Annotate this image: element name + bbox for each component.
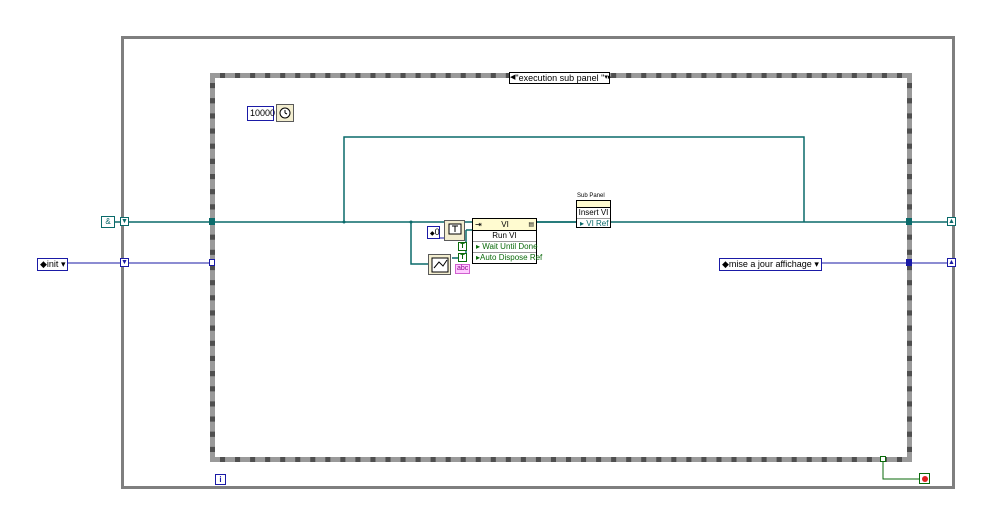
diagram-icon: [431, 257, 449, 273]
mise-a-jour-enum-constant[interactable]: ◆mise a jour affichage ▾: [719, 258, 822, 271]
wire-junction: [409, 220, 413, 224]
wait-ms-node[interactable]: [276, 104, 294, 122]
shift-register-right-ref[interactable]: ▲: [947, 217, 956, 226]
vi-ref-icon: [448, 223, 462, 235]
wait-timeout-constant[interactable]: 10000: [247, 106, 275, 121]
wire-junction: [342, 220, 346, 224]
enum-arrow-icon: ◆: [430, 231, 435, 237]
subpanel-method: Insert VI: [578, 208, 609, 217]
shift-register-left-ref[interactable]: ▼: [120, 217, 129, 226]
index-constant[interactable]: ◆0: [427, 226, 440, 239]
invoke-param-dispose[interactable]: ▸Auto Dispose Ref: [473, 252, 542, 263]
case-tunnel-ref-in[interactable]: [209, 218, 215, 225]
subpanel-param[interactable]: ▸ VI Ref: [577, 218, 610, 229]
invoke-method: Run VI: [492, 231, 517, 240]
loop-condition-terminal[interactable]: [919, 473, 930, 484]
refnum-wire-branch: [343, 136, 805, 222]
invoke-corner-icon: ▤: [528, 222, 534, 228]
invoke-param-wait[interactable]: ▸ Wait Until Done: [473, 241, 538, 252]
enum-arrow-icon: ◆: [722, 259, 729, 269]
stop-wire: [882, 459, 920, 480]
open-vi-reference-node[interactable]: [444, 220, 465, 241]
invoke-class: VI: [501, 220, 509, 229]
case-tunnel-ref-out[interactable]: [906, 218, 912, 225]
true-constant-dispose[interactable]: T: [458, 253, 467, 262]
dropdown-arrow-icon[interactable]: ▾▸: [604, 74, 612, 81]
string-constant[interactable]: abc: [455, 264, 471, 274]
enum-arrow-icon: ◆: [40, 259, 47, 269]
clock-icon: [279, 107, 291, 119]
refnum-control[interactable]: &: [101, 216, 115, 228]
shift-register-left-enum[interactable]: ▼: [120, 258, 129, 267]
case-selector-terminal[interactable]: [209, 259, 215, 266]
subpanel-title: Sub Panel: [577, 193, 605, 199]
decrement-arrow-icon[interactable]: ◀: [510, 74, 516, 81]
subpanel-header: [577, 201, 610, 208]
stop-icon: [921, 475, 928, 482]
case-tunnel-bool-out[interactable]: [880, 456, 886, 462]
true-constant-wait[interactable]: T: [458, 242, 467, 251]
shift-register-right-enum[interactable]: ▲: [947, 258, 956, 267]
case-selector[interactable]: ◀ "execution sub panel " ▾▸: [509, 72, 612, 84]
case-selector-label: "execution sub panel ": [515, 73, 605, 83]
subpanel-insert-vi-node[interactable]: Insert VI ▸ VI Ref: [576, 200, 611, 228]
invoke-node-run-vi[interactable]: ⇥ VI ▤ Run VI ▸ Wait Until Done ▸Auto Di…: [472, 218, 542, 264]
invoke-arrow-icon: ⇥: [475, 220, 482, 229]
init-enum-constant[interactable]: ◆init ▾: [37, 258, 69, 271]
case-tunnel-enum-out[interactable]: [906, 259, 912, 266]
refnum-wire-to-open: [410, 222, 430, 265]
static-vi-reference-node[interactable]: [428, 254, 451, 275]
iteration-terminal[interactable]: i: [215, 474, 226, 485]
